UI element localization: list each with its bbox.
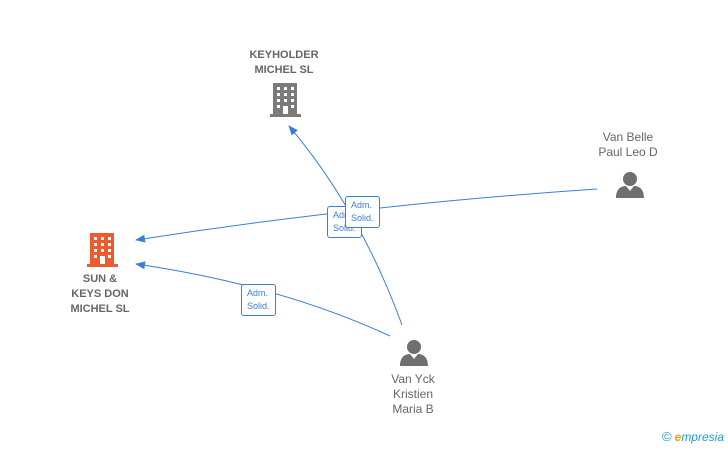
copyright-symbol: ©	[662, 429, 672, 444]
company-label-sun-keys[interactable]: SUN & KEYS DON MICHEL SL	[70, 273, 130, 315]
building-icon[interactable]	[87, 233, 118, 267]
brand-initial: e	[674, 430, 682, 444]
person-icon[interactable]	[616, 172, 644, 198]
brand-name: mpresia	[681, 430, 724, 444]
edge-label-adm-solid: Adm. Solid.	[241, 284, 276, 316]
person-icon[interactable]	[400, 340, 428, 366]
building-icon[interactable]	[270, 83, 301, 117]
edge-label-adm-solid: Adm. Solid.	[345, 196, 380, 228]
person-label-van-belle[interactable]: Van Belle Paul Leo D	[598, 130, 658, 159]
person-label-van-yck[interactable]: Van Yck Kristien Maria B	[391, 372, 435, 416]
company-label-keyholder[interactable]: KEYHOLDER MICHEL SL	[249, 49, 319, 76]
empresia-watermark: ©empresia	[662, 429, 724, 444]
